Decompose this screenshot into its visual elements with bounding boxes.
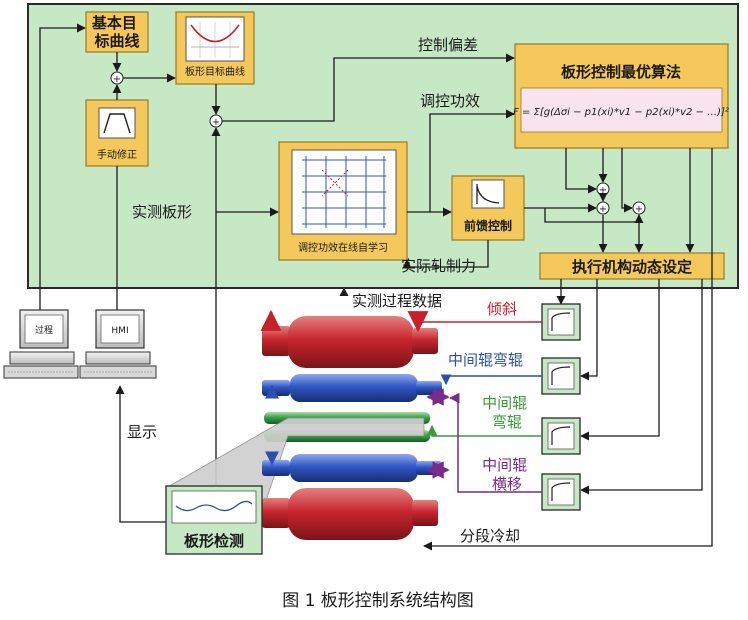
sum-junction-5: + — [632, 201, 646, 215]
actuator-box-shift — [541, 473, 581, 511]
flatness-detection-label: 板形检测 — [184, 532, 244, 550]
actuator-box-bending-2 — [541, 417, 581, 455]
basic-target-curve-block: 基本目 标曲线 — [85, 11, 149, 53]
flatness-detection-block: 板形检测 — [165, 485, 263, 555]
process-screen-label: 过程 — [35, 324, 53, 336]
top-backup-roll — [262, 316, 438, 368]
top-intermediate-roll — [262, 374, 442, 402]
measured-flatness-label: 实测板形 — [132, 203, 192, 221]
svg-text:+: + — [599, 185, 607, 196]
sum-junction-3: + — [596, 182, 610, 196]
objective-formula: F = Σ[g(Δσi − p1(xi)*v1 − p2(xi)*v2 − …)… — [513, 107, 729, 118]
manual-correction-block: 手动修正 — [85, 99, 149, 167]
measured-process-data-label: 实测过程数据 — [352, 292, 442, 310]
flatness-target-block: 板形目标曲线 — [175, 11, 255, 85]
actual-rolling-force-label: 实际轧制力 — [401, 257, 476, 275]
sum-junction-1: + — [110, 71, 124, 85]
svg-text:+: + — [635, 204, 643, 215]
grid-network-icon — [302, 156, 386, 228]
hmi-screen-label: HMI — [111, 326, 128, 336]
step-response-icon — [551, 366, 571, 385]
actuator-setting-block: 执行机构动态设定 — [539, 252, 725, 280]
im-roll-bending-2-label: 中间辊 弯辊 — [482, 394, 532, 431]
bottom-intermediate-roll — [262, 454, 442, 482]
optimal-algorithm-block: 板形控制最优算法 F = Σ[g(Δσi − p1(xi)*v1 − p2(xi… — [513, 43, 729, 149]
figure-caption: 图 1 板形控制系统结构图 — [282, 591, 474, 611]
bottom-backup-roll — [262, 488, 438, 540]
feedforward-block: 前馈控制 — [451, 175, 525, 241]
actuator-setting-label: 执行机构动态设定 — [572, 258, 692, 276]
svg-text:+: + — [113, 74, 121, 85]
segmented-cooling-label: 分段冷却 — [460, 527, 520, 545]
im-roll-bending-label: 中间辊弯辊 — [448, 351, 523, 369]
flatness-profile-icon — [175, 500, 253, 512]
step-response-icon — [551, 482, 571, 501]
actuator-box-tilt — [541, 303, 581, 341]
control-deviation-label: 控制偏差 — [418, 36, 478, 54]
step-response-icon — [551, 426, 571, 445]
trapezoid-icon — [103, 113, 131, 134]
decay-curve-icon — [476, 184, 500, 204]
self-learning-label: 调控功效在线自学习 — [298, 241, 388, 254]
im-roll-shift-label: 中间辊 横移 — [482, 456, 532, 493]
hmi-computer-icon: HMI — [79, 309, 157, 379]
optimal-algorithm-label: 板形控制最优算法 — [561, 63, 681, 81]
sum-junction-4: + — [596, 201, 610, 215]
process-computer-icon: 过程 — [3, 309, 79, 379]
svg-text:+: + — [599, 204, 607, 215]
self-learning-block: 调控功效在线自学习 — [278, 141, 408, 261]
signal-lines — [39, 23, 713, 551]
control-efficiency-label: 调控功效 — [420, 92, 480, 110]
manual-correction-label: 手动修正 — [97, 148, 137, 161]
svg-text:+: + — [212, 117, 220, 128]
sum-junction-2: + — [209, 114, 223, 128]
basic-target-label: 基本目 标曲线 — [91, 14, 142, 50]
flatness-target-label: 板形目标曲线 — [185, 65, 245, 78]
feedforward-label: 前馈控制 — [464, 218, 512, 233]
display-label: 显示 — [127, 423, 157, 441]
actuator-signal-lines — [412, 320, 542, 493]
tilt-label: 倾斜 — [487, 300, 517, 318]
target-curve-icon — [190, 22, 240, 58]
step-response-icon — [551, 312, 571, 331]
actuator-box-bending — [541, 357, 581, 395]
